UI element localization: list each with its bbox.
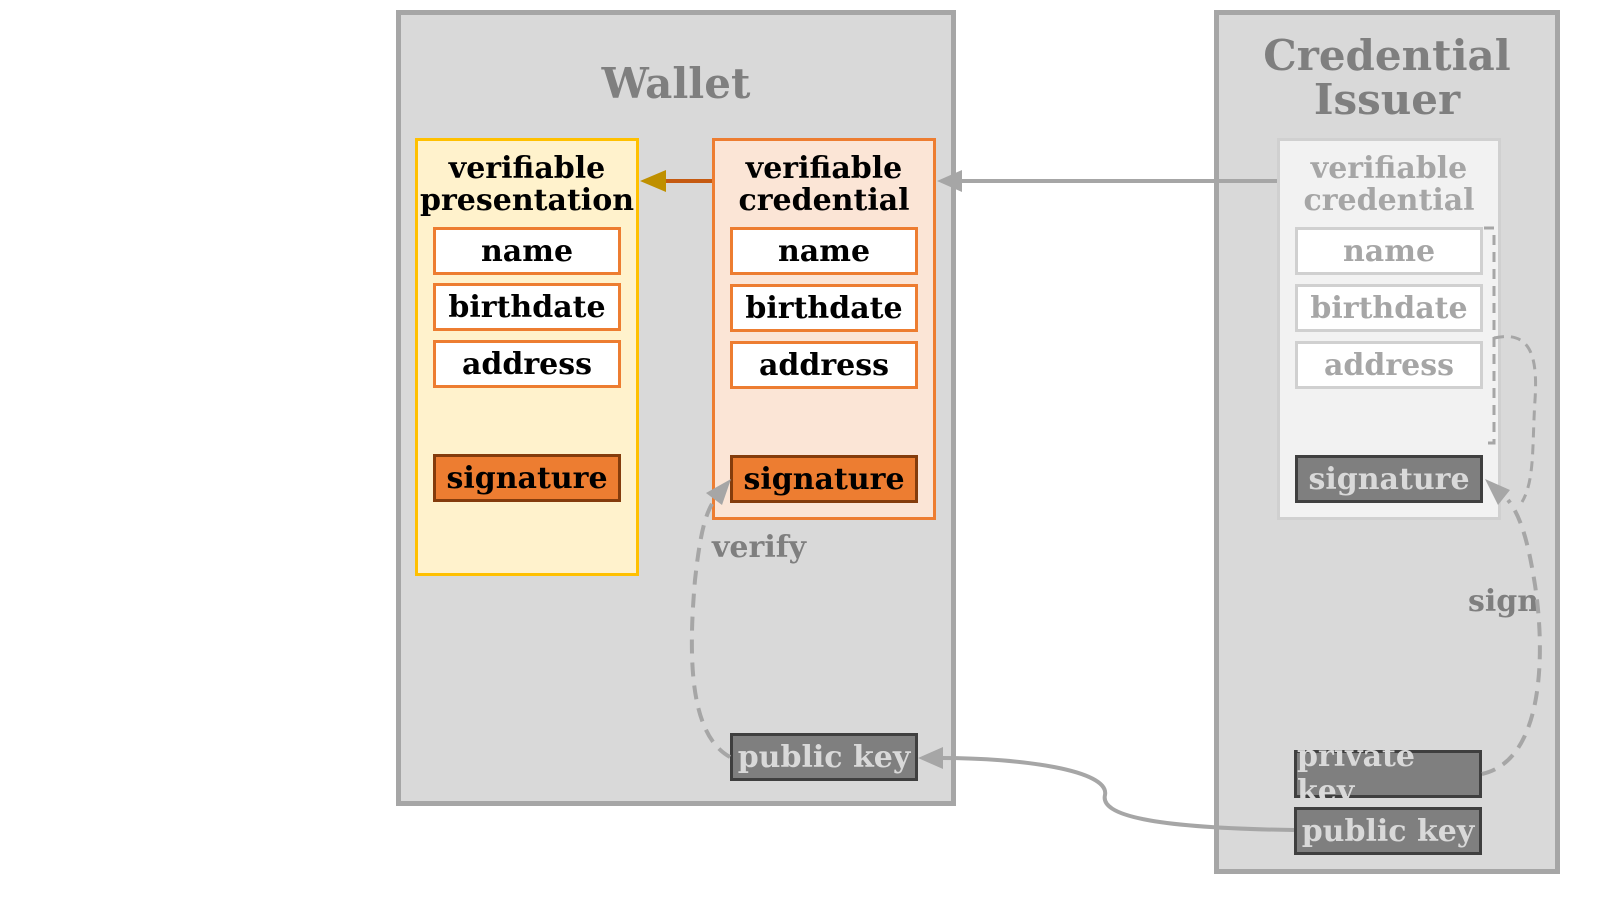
presentation-field-birthdate: birthdate [433,283,621,331]
issuer-credential-title: verifiable credential [1303,151,1475,218]
presentation-signature: signature [433,454,621,502]
issuer-credential-signature: signature [1295,455,1483,503]
wallet-credential-field-name: name [730,227,918,275]
wallet-credential-field-birthdate: birthdate [730,284,918,332]
presentation-title: verifiable presentation [419,151,635,218]
issuer-credential-field-name: name [1295,227,1483,275]
sign-label: sign [1468,584,1540,619]
verify-label: verify [712,530,807,565]
presentation-field-name: name [433,227,621,275]
verifiable-presentation-card[interactable]: verifiable presentation name birthdate a… [415,138,639,576]
issuer-title: Credential Issuer [1263,31,1511,124]
issuer-public-key[interactable]: public key [1294,807,1482,855]
wallet-title: Wallet [601,59,751,108]
wallet-public-key[interactable]: public key [730,733,918,781]
wallet-verifiable-credential-card[interactable]: verifiable credential name birthdate add… [712,138,936,520]
issuer-credential-field-birthdate: birthdate [1295,284,1483,332]
issuer-private-key[interactable]: private key [1294,739,1482,809]
wallet-credential-signature: signature [730,455,918,503]
wallet-credential-title: verifiable credential [738,151,910,218]
wallet-credential-field-address: address [730,341,918,389]
issuer-credential-field-address: address [1295,341,1483,389]
issuer-verifiable-credential-card[interactable]: verifiable credential name birthdate add… [1277,138,1501,520]
presentation-field-address: address [433,340,621,388]
